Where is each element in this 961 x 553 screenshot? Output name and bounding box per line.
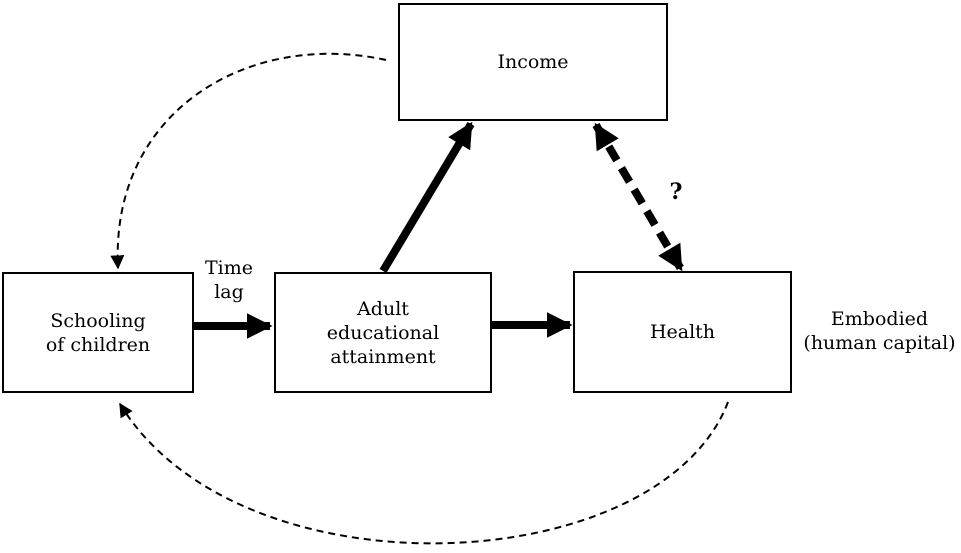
income-box: Income bbox=[398, 3, 668, 121]
question-mark-label: ? bbox=[669, 179, 683, 205]
schooling-box: Schooling of children bbox=[2, 272, 194, 393]
adult-education-box: Adult educational attainment bbox=[274, 272, 492, 393]
arrow-income-to-schooling bbox=[110, 52, 387, 270]
arrow-income-health-bidirectional bbox=[592, 122, 685, 272]
embodied-label: Embodied (human capital) bbox=[803, 308, 956, 354]
arrow-adult-to-income bbox=[379, 121, 475, 274]
health-box: Health bbox=[573, 271, 792, 393]
arrow-health-to-schooling bbox=[119, 401, 729, 545]
time-lag-label: Time lag bbox=[204, 257, 253, 303]
